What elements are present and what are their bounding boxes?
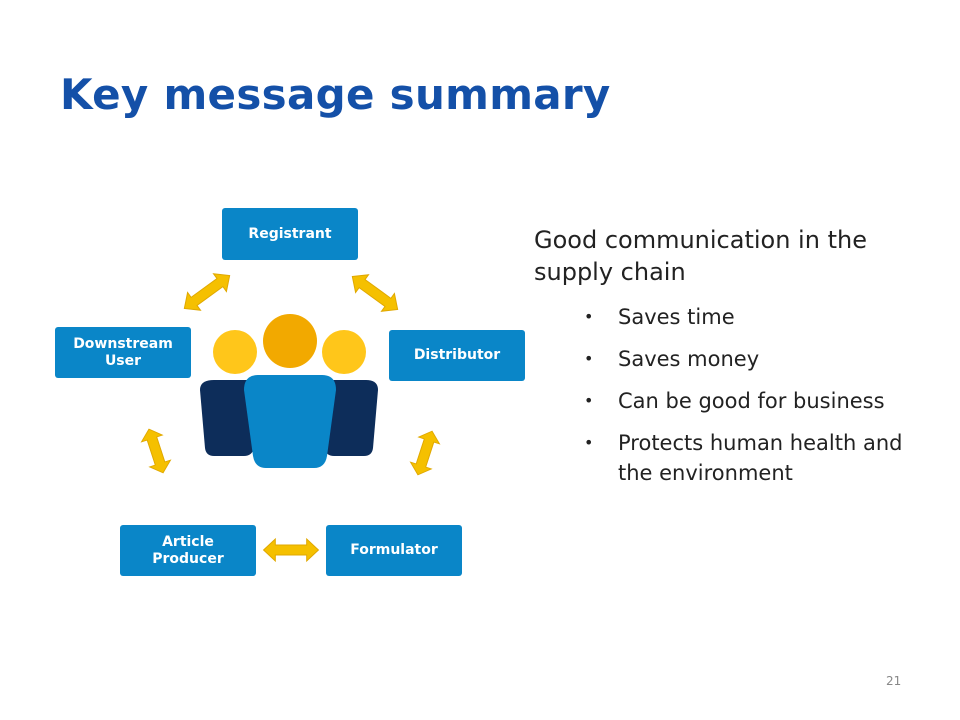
list-item: • Protects human health and the environme…	[584, 428, 918, 488]
node-article-producer: Article Producer	[120, 525, 256, 576]
benefit-list: • Saves time • Saves money • Can be good fo…	[534, 302, 914, 488]
lead-statement: Good communication in the supply chain	[534, 226, 867, 286]
bullet-icon: •	[584, 349, 594, 368]
node-registrant: Registrant	[222, 208, 358, 260]
arrow-distributor-formulator	[406, 427, 444, 479]
list-item-text: Protects human health and the environmen…	[618, 431, 903, 485]
arrow-downstream-registrant	[177, 266, 237, 318]
list-item: • Saves money	[584, 344, 918, 374]
arrow-registrant-distributor	[345, 267, 405, 319]
node-formulator: Formulator	[326, 525, 462, 576]
arrow-downstream-article	[137, 425, 175, 477]
slide-title: Key message summary	[60, 70, 611, 119]
arrow-article-formulator	[263, 538, 319, 562]
key-message-panel: Good communication in the supply chain •…	[534, 224, 914, 500]
list-item-text: Can be good for business	[618, 389, 885, 413]
list-item: • Saves time	[584, 302, 918, 332]
page-number: 21	[886, 674, 902, 688]
group-of-people-icon	[200, 314, 378, 468]
list-item-text: Saves time	[618, 305, 735, 329]
node-distributor: Distributor	[389, 330, 525, 381]
bullet-icon: •	[584, 307, 594, 326]
bullet-icon: •	[584, 433, 594, 452]
bullet-icon: •	[584, 391, 594, 410]
list-item-text: Saves money	[618, 347, 760, 371]
node-downstream-user: Downstream User	[55, 327, 191, 378]
list-item: • Can be good for business	[584, 386, 918, 416]
